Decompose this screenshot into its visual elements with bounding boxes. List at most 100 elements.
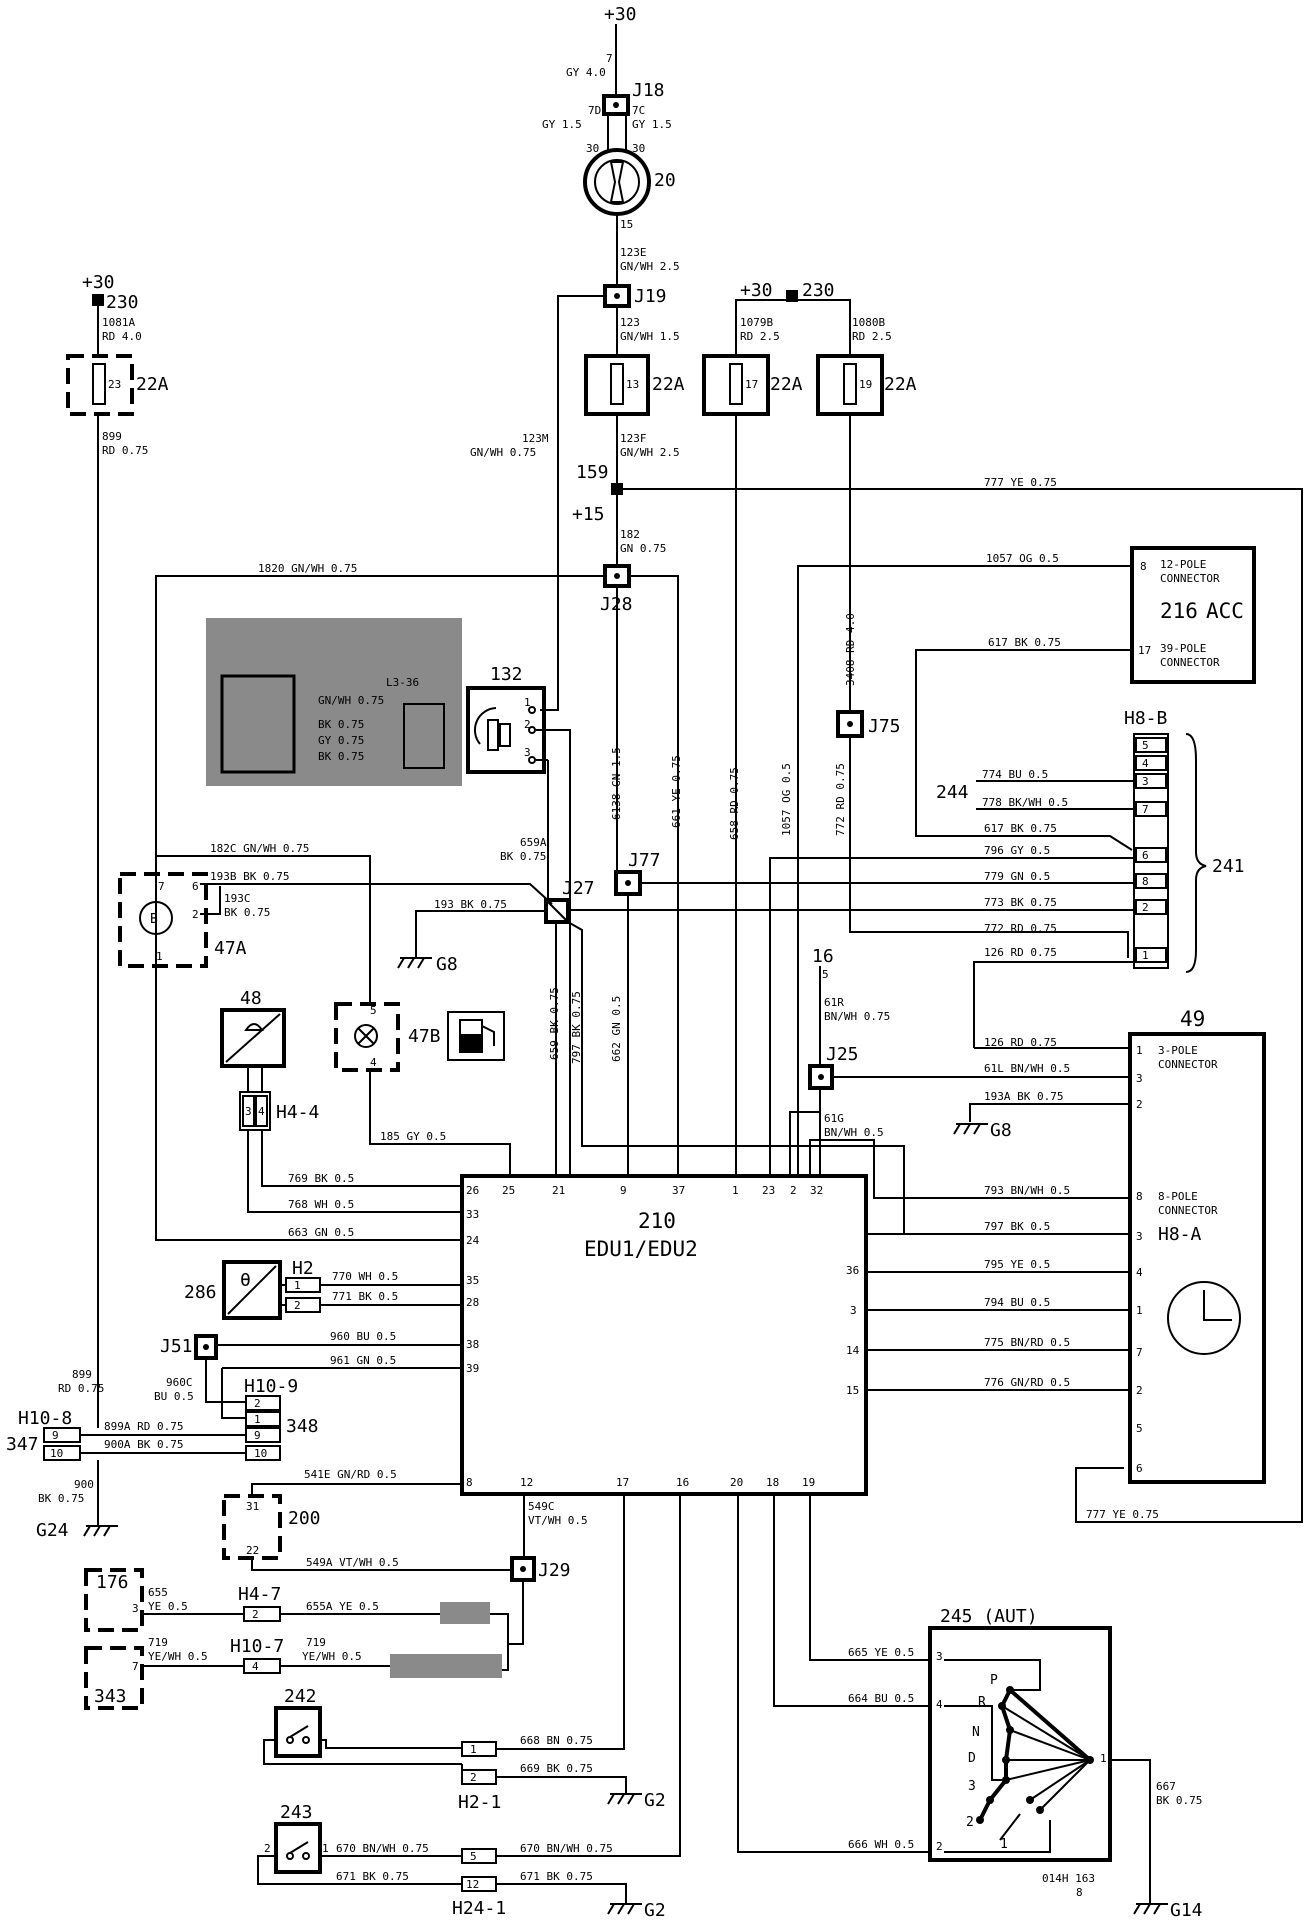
ecu-number: 210 [638,1209,676,1233]
component-242-label: 242 [284,1686,317,1707]
wire-label: 126 RD 0.75 [984,946,1057,959]
wire-label: 663 GN 0.5 [288,1226,354,1239]
wire-label: 61R [824,996,844,1009]
wire-label: 795 YE 0.5 [984,1258,1050,1271]
wire-label: GN/WH 2.5 [620,260,680,273]
component-343 [84,1646,144,1710]
component-49-text: 8-POLE [1158,1190,1198,1203]
connector-h24-1-label: H24-1 [452,1898,506,1919]
wire-label: 668 BN 0.75 [520,1734,593,1747]
wire-label: 900A BK 0.75 [104,1438,183,1451]
acc-number: 216 [1160,599,1198,623]
wire-label: 899 [102,430,122,443]
wire-label: 719 [306,1636,326,1649]
wire-label: 1081A [102,316,135,329]
selector-p: P [990,1673,998,1688]
fuse-number: 23 [108,378,121,391]
junction-j18-label: J18 [632,80,665,101]
pin-label: 24 [466,1234,480,1247]
wire-label: 772 RD 0.75 [984,922,1057,935]
wire-label: VT/WH 0.5 [528,1514,588,1527]
acc-label: 12-POLE [1160,558,1206,571]
wire-label: 671 BK 0.75 [336,1870,409,1883]
wire-label: BN/WH 0.75 [824,1010,890,1023]
pin-label: 8 [1140,560,1147,573]
pin-label: 3 [245,1105,252,1118]
pin-label: 1 [254,1413,261,1426]
pin-label: 3 [524,746,531,759]
component-47b-label: 47B [408,1026,441,1047]
connector-h4-7-label: H4-7 [238,1584,281,1605]
wire-label: 664 BU 0.5 [848,1692,914,1705]
pin-label: 1 [732,1184,739,1197]
wire-label: 961 GN 0.5 [330,1354,396,1367]
masked-label: BK 0.75 [318,750,364,763]
component-49-text: 3-POLE [1158,1044,1198,1057]
pin-label: 7 [132,1660,139,1673]
wire-label: 670 BN/WH 0.75 [336,1842,429,1855]
masked-component [220,674,296,774]
pin-label: 3 [1136,1230,1143,1243]
component-176-label: 176 [96,1572,129,1593]
acc-label: 39-POLE [1160,642,1206,655]
wire-label: 770 WH 0.5 [332,1270,398,1283]
fuse-rating: 22A [770,374,803,395]
pin-label: 17 [1138,644,1151,657]
pin-label: 2 [1136,1098,1143,1111]
fuse-number: 13 [626,378,639,391]
wire-label: 797 BK 0.5 [984,1220,1050,1233]
junction-j29-label: J29 [538,1560,571,1581]
wire-label: 665 YE 0.5 [848,1646,914,1659]
pin-label: 5 [1136,1422,1143,1435]
fuse-number: 19 [859,378,872,391]
fuse-rating: 22A [136,374,169,395]
pin-label: 7 [1136,1346,1143,1359]
pin-label: 26 [466,1184,479,1197]
ecu-name: EDU1/EDU2 [584,1237,698,1261]
wire-label: 670 BN/WH 0.75 [520,1842,613,1855]
component-245-label: 245 (AUT) [940,1606,1038,1627]
wire-label: 772 RD 0.75 [834,763,847,836]
pin-label: 3 [132,1602,139,1615]
component-286-label: 286 [184,1282,217,1303]
wire-label: 1820 GN/WH 0.75 [258,562,357,575]
wire-label: 182 [620,528,640,541]
pin-label: 7 [1142,803,1149,816]
pin-label: 2 [1136,1384,1143,1397]
wire-label: 7 [606,52,613,65]
pin-label: 2 [252,1608,259,1621]
wire-label: 793 BN/WH 0.5 [984,1184,1070,1197]
pin-label: 21 [552,1184,565,1197]
wire-label: BU 0.5 [154,1390,194,1403]
fuse-230-mid-label: 230 [802,280,835,301]
component-49 [1128,1032,1266,1484]
connector-h2-1-label: H2-1 [458,1792,501,1813]
ground-g14-label: G14 [1170,1900,1203,1921]
pin-label: 10 [50,1447,63,1460]
component-343-label: 343 [94,1686,127,1707]
component-347-label: 347 [6,1434,39,1455]
pin-label: 23 [762,1184,775,1197]
masked-label: L3-36 [386,676,419,689]
pin-label: 1 [322,1842,329,1855]
fuel-pump-icon [447,1011,505,1061]
fuse-holder-23 [66,354,134,416]
wire-label: 797 BK 0.75 [570,991,583,1064]
pin-label: 2 [264,1842,271,1855]
wire-label: 775 BN/RD 0.5 [984,1336,1070,1349]
pin-label: 9 [620,1184,627,1197]
wire-label: 549C [528,1500,555,1513]
pin-label: 4 [252,1660,259,1673]
wire-label: 960 BU 0.5 [330,1330,396,1343]
connector-h10-8-label: H10-8 [18,1408,72,1429]
wire-label: GN 0.75 [620,542,666,555]
selector-1: 1 [1000,1837,1008,1852]
component-49-text: CONNECTOR [1158,1204,1218,1217]
component-176 [84,1568,144,1632]
pin-label: 2 [790,1184,797,1197]
pin-label: 1 [294,1279,301,1292]
fuse-rating: 22A [652,374,685,395]
masked-label: BK 0.75 [318,718,364,731]
wire-label: 899 [72,1368,92,1381]
